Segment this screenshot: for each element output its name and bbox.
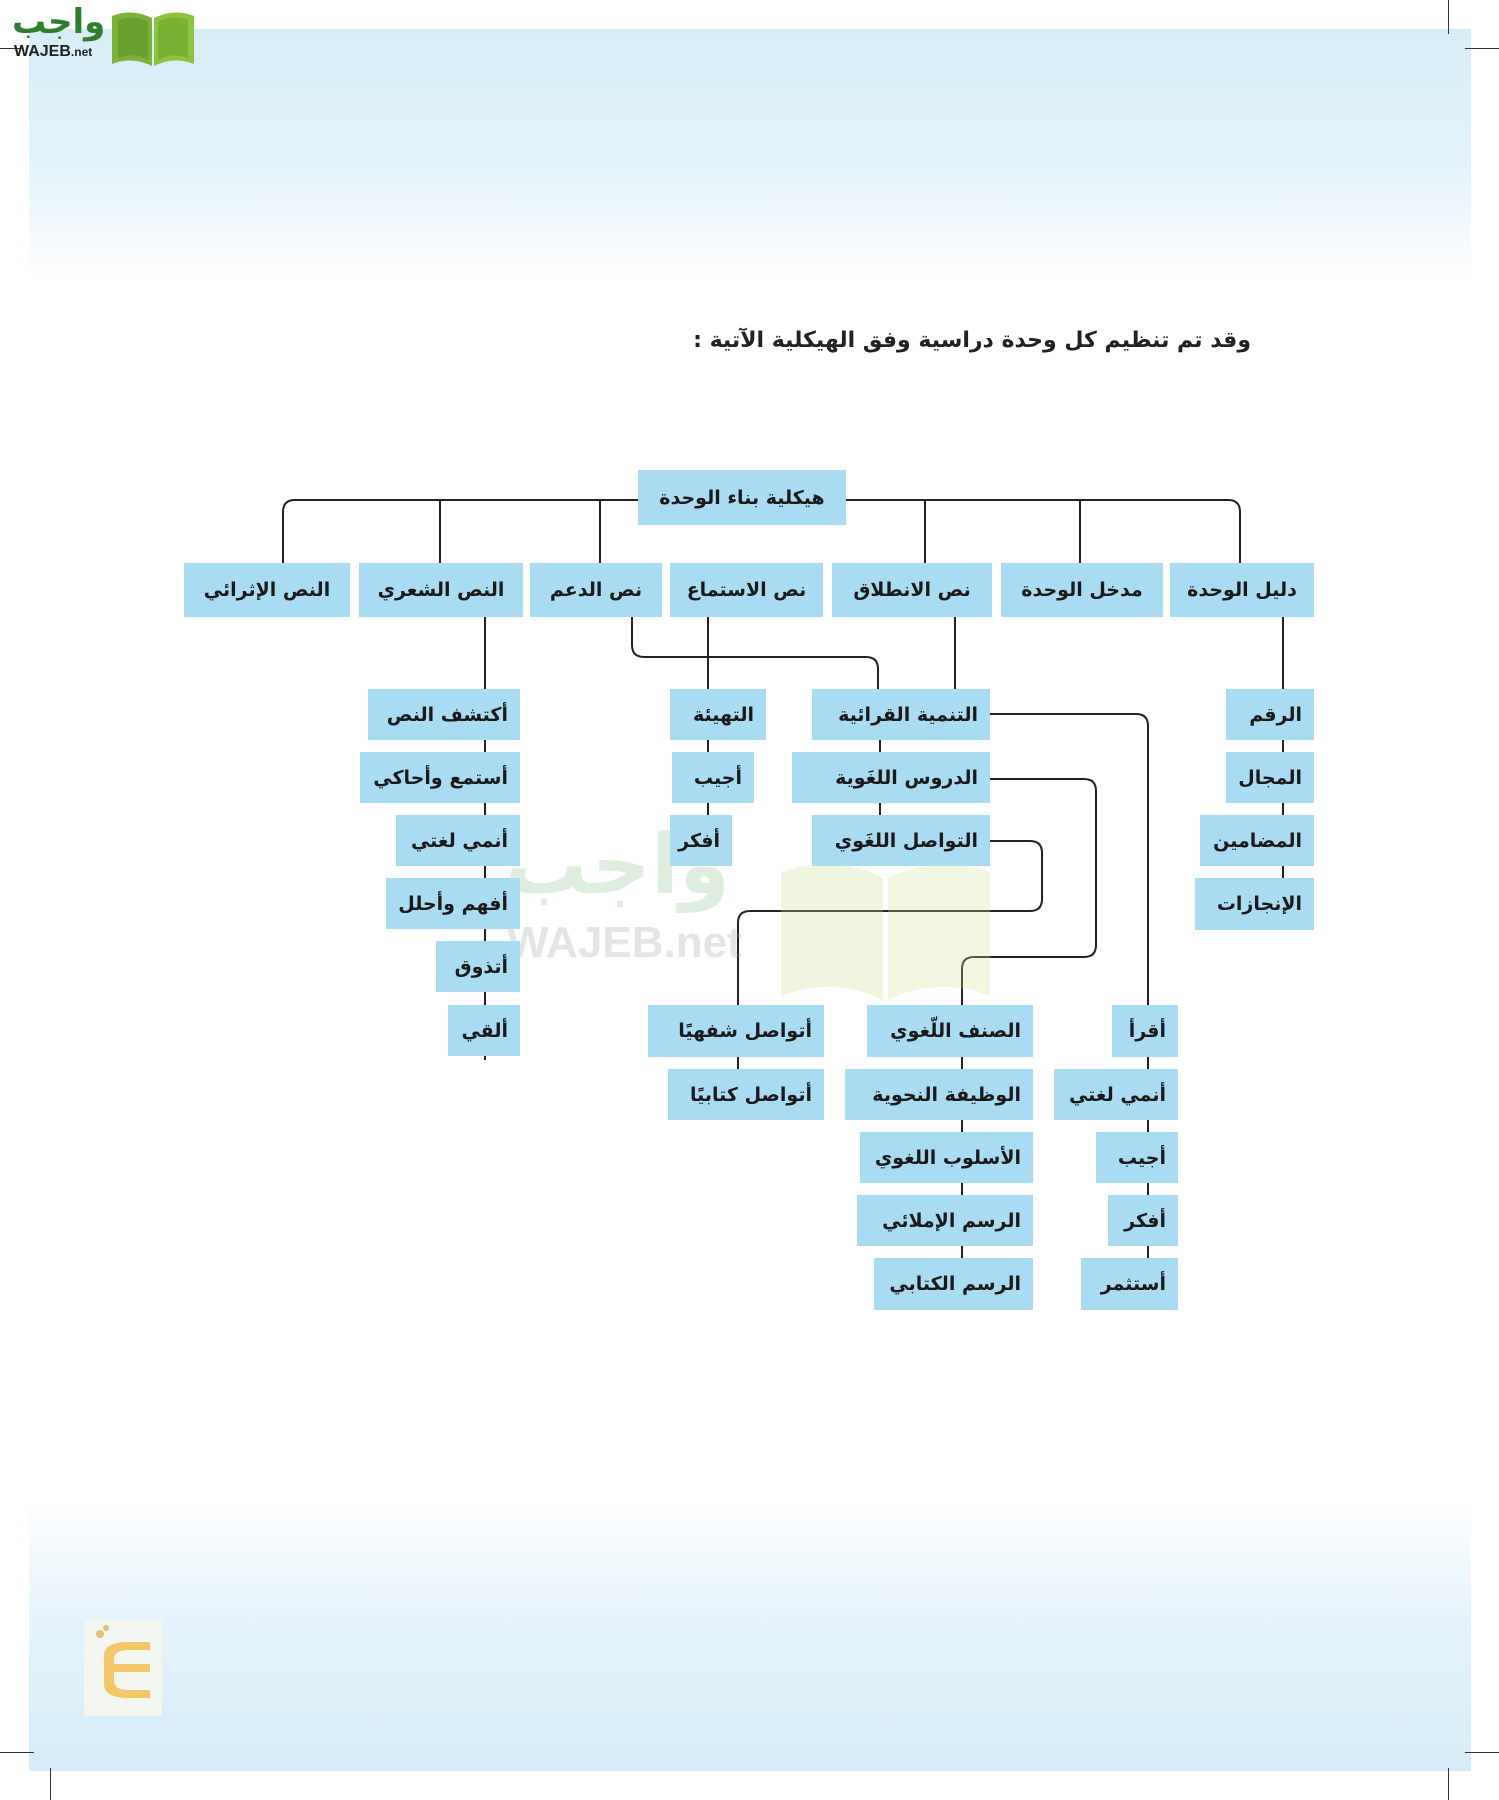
poetic-item: أنمي لغتي — [396, 815, 520, 866]
reading-item: أجيب — [1096, 1132, 1178, 1183]
enrichment-text-box: النص الإثرائي — [184, 563, 350, 617]
unit-guide-item: المجال — [1226, 752, 1314, 803]
root-box: هيكلية بناء الوحدة — [638, 470, 846, 525]
logo-latin-text: WAJEB.net — [14, 43, 93, 60]
launch-item: التواصل اللغَوي — [812, 815, 990, 866]
unit-guide-item: الإنجازات — [1195, 878, 1314, 930]
reading-item: أستثمر — [1081, 1258, 1178, 1310]
support-text-box: نص الدعم — [530, 563, 662, 617]
poetic-item: أفهم وأحلل — [386, 878, 520, 929]
listening-item: أفكر — [670, 815, 732, 866]
poetic-item: أتذوق — [436, 941, 520, 992]
reading-item: أنمي لغتي — [1054, 1069, 1178, 1120]
reading-item: أقرأ — [1112, 1005, 1178, 1057]
listening-text-box: نص الاستماع — [670, 563, 823, 617]
crop-mark — [50, 1768, 51, 1800]
crop-mark — [1448, 1768, 1449, 1800]
bottom-color-band — [29, 1500, 1471, 1771]
poetic-item: أستمع وأحاكي — [360, 752, 520, 803]
unit-guide-item: الرقم — [1226, 689, 1314, 740]
unit-intro-box: مدخل الوحدة — [1001, 563, 1163, 617]
launch-text-box: نص الانطلاق — [832, 563, 992, 617]
unit-guide-item: المضامين — [1200, 815, 1314, 866]
watermark-latin-text: WAJEB.net — [507, 918, 742, 967]
emblem-icon — [96, 1625, 150, 1698]
communication-item: أتواصل كتابيًا — [668, 1069, 824, 1120]
wajeb-logo[interactable]: واجب WAJEB.net — [10, 2, 194, 68]
lessons-item: الرسم الكتابي — [874, 1258, 1033, 1310]
lessons-item: الأسلوب اللغوي — [860, 1132, 1033, 1183]
unit-guide-box: دليل الوحدة — [1170, 563, 1314, 617]
crop-mark — [1465, 1752, 1499, 1753]
poetic-text-box: النص الشعري — [359, 563, 523, 617]
logo-arabic-text: واجب — [12, 2, 106, 42]
crop-mark — [1465, 48, 1499, 49]
watermark: واجب WAJEB.net — [505, 820, 1005, 1000]
poetic-item: أكتشف النص — [368, 689, 520, 740]
listening-item: أجيب — [672, 752, 754, 803]
watermark-book-icon — [781, 864, 990, 1000]
top-color-band — [29, 29, 1471, 279]
listening-item: التهيئة — [670, 689, 766, 740]
poetic-item: ألقي — [448, 1005, 520, 1056]
lessons-item: الصنف اللّغوي — [867, 1005, 1033, 1057]
lessons-item: الرسم الإملائي — [857, 1195, 1033, 1246]
book-icon — [112, 12, 194, 67]
intro-heading: وقد تم تنظيم كل وحدة دراسية وفق الهيكلية… — [693, 328, 1251, 353]
reading-item: أفكر — [1108, 1195, 1178, 1246]
communication-item: أتواصل شفهيًا — [648, 1005, 824, 1057]
lessons-item: الوظيفة النحوية — [845, 1069, 1033, 1120]
launch-item: الدروس اللغَوية — [792, 752, 990, 803]
crop-mark — [0, 48, 22, 49]
crop-mark — [1448, 0, 1449, 34]
crop-mark — [0, 1752, 34, 1753]
launch-item: التنمية القرائية — [812, 689, 990, 740]
ministry-emblem — [84, 1620, 162, 1716]
